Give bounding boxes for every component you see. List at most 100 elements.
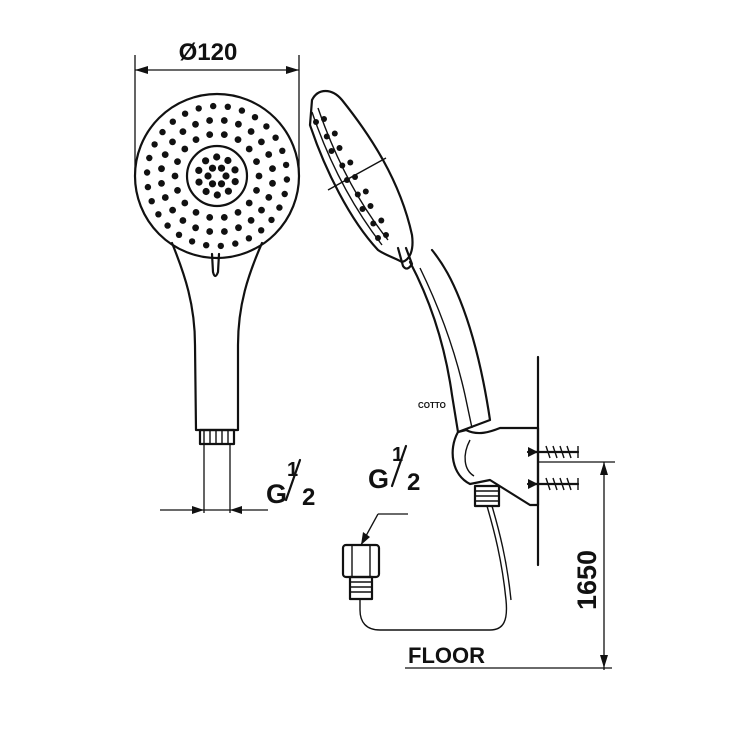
nozzle-dot xyxy=(258,138,265,146)
front-view-hand-shower xyxy=(133,92,301,513)
nozzle-dot xyxy=(231,178,239,186)
nozzle-dot xyxy=(208,164,217,172)
shower-hose xyxy=(359,505,512,631)
nozzle-dot xyxy=(179,128,187,136)
nozzle-dot xyxy=(206,228,214,235)
nozzle-dot xyxy=(179,217,187,224)
height-label: 1650 xyxy=(572,550,602,610)
side-nozzle-pattern xyxy=(313,116,389,241)
nozzle-dot xyxy=(224,103,231,111)
upper-wall-screw xyxy=(526,445,580,459)
nozzle-dot xyxy=(202,157,210,165)
nozzle-dot xyxy=(213,191,221,199)
side-nozzle-dot xyxy=(328,148,335,154)
nozzle-dot xyxy=(234,136,242,144)
nozzle-dot xyxy=(268,216,275,224)
shower-head-outline xyxy=(133,92,301,260)
nozzle-dot xyxy=(253,158,260,166)
nozzle-dot xyxy=(235,120,242,128)
nozzle-dot xyxy=(217,242,224,250)
nozzle-dot xyxy=(213,153,221,161)
nozzle-dot xyxy=(265,151,273,158)
thread-label-right-numerator: 1 xyxy=(392,444,403,466)
nozzle-dot xyxy=(231,166,239,174)
nozzle-dot xyxy=(220,214,228,221)
side-nozzle-dot xyxy=(347,159,354,166)
nozzle-dot xyxy=(164,222,171,229)
floor-reference: FLOOR xyxy=(405,643,612,669)
nozzle-dot xyxy=(181,110,189,117)
side-nozzle-dot xyxy=(354,191,361,198)
wall-inlet-fitting xyxy=(341,513,408,601)
side-nozzle-dot xyxy=(370,220,377,227)
hose-line xyxy=(359,505,508,631)
nozzle-dot xyxy=(148,198,155,205)
nozzle-dot xyxy=(217,164,226,172)
side-nozzle-dot xyxy=(383,232,389,238)
nozzle-dot xyxy=(265,194,273,201)
side-head-outline xyxy=(308,89,414,264)
side-nozzle-dot xyxy=(378,217,385,224)
wall-bracket xyxy=(451,355,580,567)
thread-label-right-denominator: 2 xyxy=(407,469,420,496)
nozzle-dot xyxy=(247,217,255,224)
nozzle-dot xyxy=(195,166,203,174)
nozzle-dot xyxy=(202,187,210,196)
nozzle-dot xyxy=(210,102,217,110)
nozzle-dot xyxy=(195,105,202,112)
nozzle-dot xyxy=(251,114,259,121)
nozzle-dot xyxy=(283,176,291,183)
nozzle-dot xyxy=(221,228,228,235)
nozzle-dot xyxy=(151,141,158,148)
diameter-dimension: Ø120 xyxy=(134,39,300,176)
nozzle-dot xyxy=(174,187,181,194)
side-handle-outline xyxy=(408,248,492,434)
side-nozzle-dot xyxy=(367,203,374,209)
thread-label-left-denominator: 2 xyxy=(302,484,315,511)
thread-label-left-g: G xyxy=(266,479,287,509)
nozzle-dot xyxy=(282,161,290,169)
nozzle-dot xyxy=(204,172,212,180)
nozzle-dot xyxy=(161,194,169,201)
bracket-body xyxy=(451,426,540,507)
nozzle-dot xyxy=(235,224,242,232)
nozzle-dot xyxy=(169,206,177,214)
nozzle-dot xyxy=(224,156,232,165)
nozzle-dot xyxy=(269,165,276,173)
inlet-hex-nut xyxy=(341,543,381,579)
nozzle-dot xyxy=(245,145,253,153)
nozzle-dot xyxy=(245,235,253,242)
nozzle-dot xyxy=(238,107,246,114)
nozzle-dot xyxy=(192,136,200,144)
side-nozzle-dot xyxy=(375,235,381,241)
diameter-label: Ø120 xyxy=(179,39,238,66)
height-dimension: 1650 xyxy=(538,461,615,670)
nozzle-dot xyxy=(206,214,214,221)
nozzle-dot xyxy=(143,169,151,176)
side-nozzle-dot xyxy=(323,133,330,140)
side-nozzle-dot xyxy=(336,145,343,151)
nozzle-dot xyxy=(281,190,288,198)
nozzle-dot xyxy=(269,179,276,187)
nozzle-dot xyxy=(175,231,183,238)
nozzle-dot xyxy=(253,187,260,194)
nozzle-dot xyxy=(224,187,232,195)
nozzle-dot xyxy=(222,172,230,180)
nozzle-dot xyxy=(181,145,189,153)
nozzle-dot xyxy=(171,172,179,180)
nozzle-pattern xyxy=(143,102,291,250)
side-nozzle-dot xyxy=(321,116,327,122)
nozzle-dot xyxy=(174,158,181,166)
nozzle-dot xyxy=(206,117,214,124)
nozzle-dot xyxy=(220,117,228,124)
nozzle-dot xyxy=(161,151,169,159)
nozzle-dot xyxy=(159,128,166,136)
nozzle-dot xyxy=(169,138,176,146)
thread-label-left-numerator: 1 xyxy=(287,459,298,481)
nozzle-dot xyxy=(279,147,286,154)
nozzle-dot xyxy=(158,165,165,173)
lower-wall-screw xyxy=(526,477,580,491)
side-nozzle-dot xyxy=(313,119,319,125)
nozzle-dot xyxy=(144,183,152,191)
